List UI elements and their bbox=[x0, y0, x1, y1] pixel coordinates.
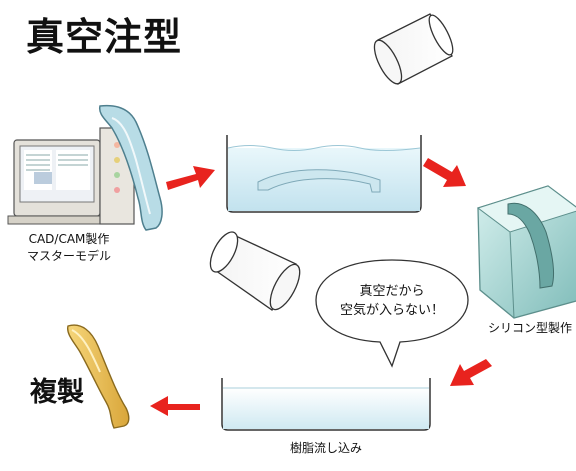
bubble-line1: 真空だから bbox=[359, 284, 425, 299]
bubble-line2: 空気が入らない！ bbox=[339, 303, 444, 318]
speech-bubble bbox=[315, 259, 469, 368]
step-cad-line1: CAD/CAM製作 bbox=[28, 232, 110, 246]
resin-tray bbox=[221, 378, 431, 431]
step-silicone-label: シリコン型製作 bbox=[487, 321, 572, 335]
vacuum-tank bbox=[226, 135, 422, 213]
vacuum-cup-icon bbox=[373, 13, 454, 85]
step-resin-label: 樹脂流し込み bbox=[289, 441, 362, 455]
vacuum-cup-icon bbox=[209, 231, 301, 311]
step-cad-label: CAD/CAM製作 マスターモデル bbox=[6, 231, 132, 265]
step-replica-label: 複製 bbox=[30, 377, 84, 408]
arrow-left-icon bbox=[150, 396, 200, 416]
computer-icon bbox=[7, 127, 135, 225]
arrow-right-icon bbox=[166, 166, 215, 190]
arrow-down-right-icon bbox=[423, 158, 466, 187]
page-title: 真空注型 bbox=[26, 15, 183, 59]
step-cad-line2: マスターモデル bbox=[26, 249, 111, 263]
bubble-text: 真空だから 空気が入らない！ bbox=[326, 282, 458, 320]
silicone-mold bbox=[476, 185, 576, 319]
arrow-down-left-icon bbox=[450, 359, 492, 386]
replica-part bbox=[66, 324, 130, 429]
